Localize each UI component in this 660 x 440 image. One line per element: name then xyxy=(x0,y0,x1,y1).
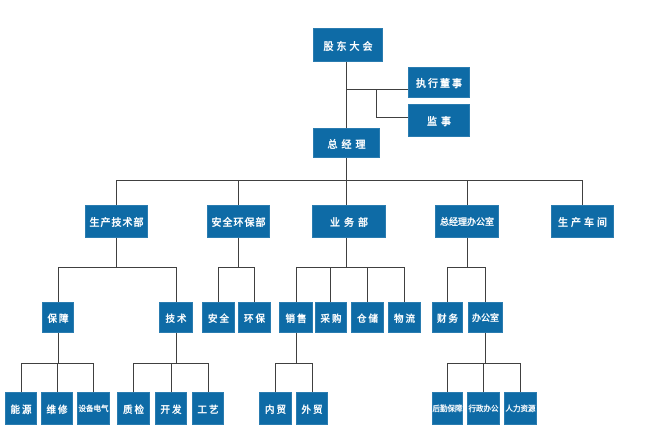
connector-line xyxy=(254,267,255,302)
connector-line xyxy=(346,89,408,90)
connector-line xyxy=(312,363,313,392)
node-safety-env-dept: 安全环保部 xyxy=(207,205,270,238)
node-finance: 财务 xyxy=(432,302,463,333)
connector-line xyxy=(330,267,331,302)
node-production-tech-dept: 生产技术部 xyxy=(85,205,148,238)
node-human-resources: 人力资源 xyxy=(504,392,537,425)
connector-line xyxy=(133,363,134,392)
connector-line xyxy=(21,363,22,392)
connector-line xyxy=(58,267,59,302)
connector-line xyxy=(208,363,209,392)
connector-line xyxy=(447,267,485,268)
connector-line xyxy=(346,180,347,205)
node-safety: 安全 xyxy=(202,302,235,333)
connector-line xyxy=(485,267,486,302)
connector-line xyxy=(376,117,408,118)
connector-line xyxy=(346,238,347,267)
connector-line xyxy=(275,363,276,392)
node-admin-office: 行政办公 xyxy=(467,392,500,425)
connector-line xyxy=(582,180,583,205)
node-business-dept: 业务部 xyxy=(312,205,386,238)
connector-line xyxy=(376,89,377,117)
connector-line xyxy=(346,158,347,180)
node-logistics: 物流 xyxy=(388,302,421,333)
node-domestic-trade: 内贸 xyxy=(259,392,292,425)
node-sales: 销售 xyxy=(279,302,313,333)
node-gm-office: 总经理办公室 xyxy=(435,205,499,238)
connector-line xyxy=(133,363,208,364)
connector-line xyxy=(238,180,239,205)
connector-line xyxy=(483,363,484,392)
connector-line xyxy=(367,267,368,302)
node-shareholders-meeting: 股东大会 xyxy=(313,28,383,62)
connector-line xyxy=(296,267,404,268)
connector-line xyxy=(296,267,297,302)
node-maintenance: 维修 xyxy=(41,392,73,425)
node-logistics-support: 后勤保障 xyxy=(432,392,463,425)
connector-line xyxy=(176,267,177,302)
connector-line xyxy=(447,363,448,392)
node-warehousing: 仓储 xyxy=(351,302,384,333)
connector-line xyxy=(467,238,468,267)
node-foreign-trade: 外贸 xyxy=(296,392,328,425)
node-support: 保障 xyxy=(42,302,74,333)
connector-line xyxy=(275,363,312,364)
connector-line xyxy=(171,363,172,392)
connector-line xyxy=(116,238,117,267)
node-equipment-electrical: 设备电气 xyxy=(77,392,110,425)
connector-line xyxy=(218,267,254,268)
node-technology: 技术 xyxy=(159,302,193,333)
connector-line xyxy=(485,333,486,363)
node-supervisor: 监事 xyxy=(408,104,470,137)
connector-line xyxy=(58,333,59,363)
connector-line xyxy=(93,363,94,392)
connector-line xyxy=(346,62,347,128)
node-purchasing: 采购 xyxy=(315,302,347,333)
connector-line xyxy=(467,180,468,205)
node-office: 办公室 xyxy=(468,302,503,333)
connector-line xyxy=(116,180,117,205)
node-production-workshop: 生产车间 xyxy=(551,205,614,238)
connector-line xyxy=(57,363,58,392)
connector-line xyxy=(176,333,177,363)
connector-line xyxy=(520,363,521,392)
connector-line xyxy=(58,267,176,268)
node-general-manager: 总经理 xyxy=(313,128,380,158)
connector-line xyxy=(238,238,239,267)
connector-line xyxy=(296,333,297,363)
node-development: 开发 xyxy=(155,392,187,425)
connector-line xyxy=(404,267,405,302)
connector-line xyxy=(447,267,448,302)
connector-line xyxy=(218,267,219,302)
node-executive-director: 执行董事 xyxy=(408,67,470,98)
node-environment: 环保 xyxy=(238,302,271,333)
node-energy: 能源 xyxy=(5,392,37,425)
connector-line xyxy=(116,180,582,181)
node-process: 工艺 xyxy=(192,392,224,425)
node-quality-inspection: 质检 xyxy=(117,392,150,425)
